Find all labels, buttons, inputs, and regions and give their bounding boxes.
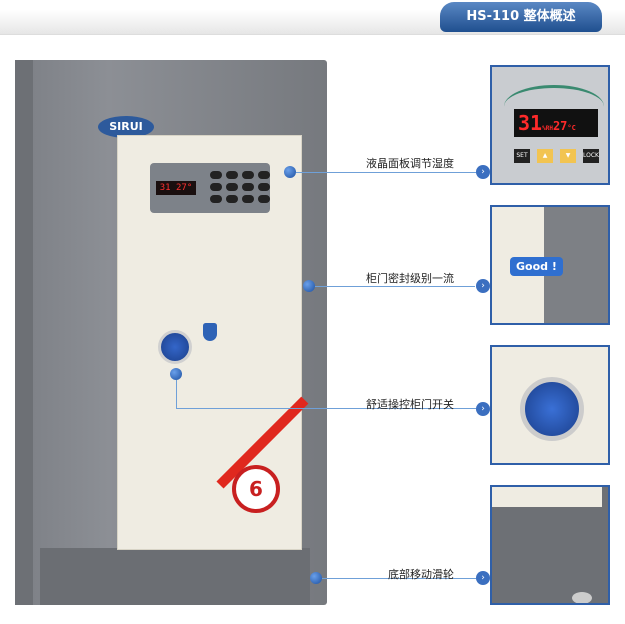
feature-label-knob: 舒适操控柜门开关 [366,398,454,411]
callout-dot [310,572,322,584]
header-title: HS-110 整体概述 [440,2,602,32]
feature-label-seal: 柜门密封级别一流 [366,272,454,285]
lock-button: LOCK [583,149,599,163]
callout-dot [303,280,315,292]
arrow-icon: › [476,165,490,179]
keypad [210,171,270,203]
warranty-badge: 6 [232,465,280,513]
detail-panel-lcd: 31%RH27°C SET ▲ ▼ LOCK [490,65,610,185]
arrow-icon: › [476,279,490,293]
feature-label-wheels: 底部移动滑轮 [388,568,454,581]
callout-dot [284,166,296,178]
good-bubble: Good ! [510,257,563,276]
brand-logo: SIRUI [98,116,154,138]
callout-dot [170,368,182,380]
arrow-icon: › [476,402,490,416]
arrow-icon: › [476,571,490,585]
detail-panel-wheels [490,485,610,605]
detail-panel-seal: Good ! [490,205,610,325]
down-button: ▼ [560,149,576,163]
set-button: SET [514,149,530,163]
control-panel: 31 27° [150,163,270,213]
up-button: ▲ [537,149,553,163]
cabinet-base [40,548,310,605]
door-knob [158,330,192,364]
lcd-display: 31 27° [156,181,196,195]
feature-label-lcd: 液晶面板调节湿度 [366,157,454,170]
shield-icon [203,323,217,341]
detail-panel-knob [490,345,610,465]
